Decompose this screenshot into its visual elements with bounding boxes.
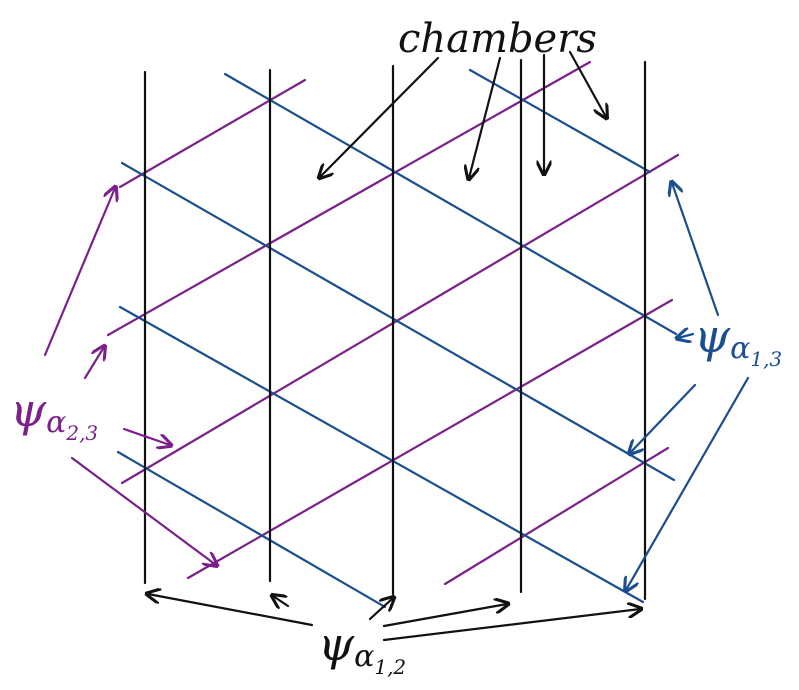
subscript-index: 2,3 [65,421,98,445]
chambers-label: chambers [398,16,597,62]
purple-arrow-3 [122,427,170,445]
svg-text:ψα1,3: ψα1,3 [694,309,782,371]
blue-line-3 [118,305,645,604]
blue-arrow-1 [672,183,720,317]
blue-line-2 [120,161,676,482]
subscript-index: 1,2 [374,655,406,679]
purple-line-4 [186,298,674,580]
subscript-index: 1,3 [750,347,782,371]
black-arrow-5 [382,609,640,642]
purple-line-5 [443,446,670,586]
blue-line-1 [223,72,678,336]
chambers-arrow-4 [568,50,606,117]
purple-line-3 [120,153,680,485]
purple-arrow-2 [83,347,104,380]
alpha-symbol: α [730,331,750,366]
psi-symbol: ψ [10,383,47,437]
purple-arrow-4 [70,456,216,565]
blue-line-5 [468,68,652,174]
psi-alpha-12-arrows [148,594,640,642]
chambers-arrow-1 [320,56,440,177]
chambers-arrow-2 [469,56,502,178]
blue-line-4 [116,450,387,609]
chambers-arrows [320,50,606,178]
psi-alpha-12-label: ψα1,2 [318,617,406,679]
svg-text:ψα2,3: ψα2,3 [10,383,98,445]
purple-line-1 [118,78,307,189]
psi-alpha-23-label: ψα2,3 [10,383,98,445]
black-arrow-1 [148,594,314,627]
psi-alpha-23-arrows [43,188,216,565]
blue-arrow-2 [678,334,695,338]
psi-symbol: ψ [694,309,731,363]
black-arrow-4 [382,604,507,628]
psi-symbol: ψ [318,617,355,671]
black-arrow-3 [368,598,393,621]
psi-alpha-13-arrows [626,183,750,590]
psi-alpha-13-label: ψα1,3 [694,309,782,371]
black-line-family [143,58,647,601]
alpha-symbol: α [354,639,374,674]
blue-line-family [116,68,678,609]
blue-arrow-4 [626,376,750,590]
purple-line-2 [106,60,592,337]
purple-arrow-1 [43,188,115,357]
blue-arrow-3 [630,383,697,453]
svg-text:ψα1,2: ψα1,2 [318,617,406,679]
black-arrow-2 [273,596,290,606]
alpha-symbol: α [46,405,66,440]
purple-line-family [106,60,680,586]
